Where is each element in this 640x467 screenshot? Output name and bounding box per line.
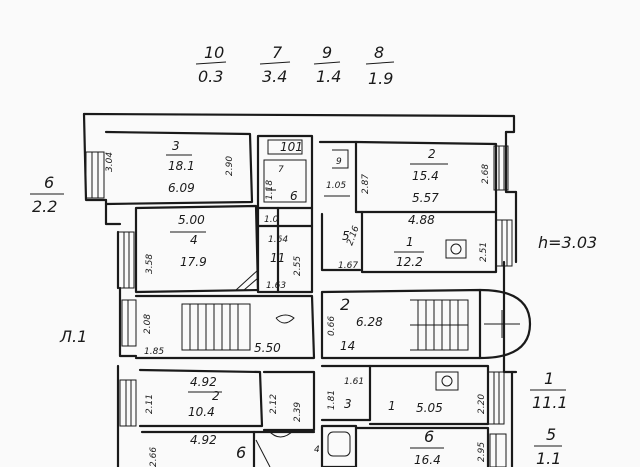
lr6-height: 2.66 [149, 447, 159, 467]
r10-mark: 1.0 [264, 215, 279, 225]
lr6-width: 4.92 [190, 433, 217, 447]
right-bottom-num: 5 [546, 425, 556, 444]
fraction-10-den: 0.3 [198, 67, 223, 86]
room-6-lower-right [354, 426, 490, 467]
left-top-num: 6 [44, 173, 54, 192]
r4-width: 5.00 [178, 213, 205, 227]
fraction-8-num: 8 [374, 43, 384, 62]
br6-num: 6 [424, 427, 434, 446]
fraction-8-den: 1.9 [368, 69, 393, 88]
windows-right [487, 145, 513, 467]
room-labels: 3 18.1 6.09 3.04 2.90 101 7 6 1.18 1.0 1… [105, 139, 491, 467]
r3b-w: 1.61 [344, 377, 364, 387]
fraction-7-num: 7 [272, 43, 283, 62]
br6-height: 2.95 [477, 442, 487, 462]
lr2-num: 2 [212, 389, 220, 403]
r3-height2: 2.90 [225, 156, 235, 176]
hall1-width: 5.05 [416, 401, 443, 415]
right-bottom-den: 1.1 [536, 449, 561, 467]
r6-small-num: 6 [290, 189, 298, 203]
r1-area: 12.2 [396, 255, 423, 269]
hall-1 [368, 364, 490, 426]
hall2-height: 0.66 [327, 316, 337, 336]
fraction-10-num: 10 [204, 43, 224, 62]
r2-num: 2 [428, 147, 436, 161]
stair-length: 5.50 [254, 341, 281, 355]
r3-height1: 3.04 [105, 152, 115, 172]
fraction-7-den: 3.4 [262, 67, 287, 86]
br6-area: 16.4 [414, 453, 441, 467]
windows-left [85, 151, 137, 427]
r3-width: 6.09 [168, 181, 195, 195]
room-3 [104, 130, 254, 206]
r11-w1: 1.64 [268, 235, 288, 245]
hall2-num: 2 [340, 295, 350, 314]
r11-num: 11 [270, 251, 285, 265]
fraction-9-num: 9 [322, 43, 332, 62]
r3b-w2: 1.81 [327, 390, 337, 410]
lr6-num: 6 [236, 443, 246, 462]
r3-area: 18.1 [168, 159, 195, 173]
lr2-height: 2.11 [145, 394, 155, 414]
box-101: 101 [280, 140, 303, 154]
ld2-dim: 2.39 [293, 402, 303, 422]
hall1-height: 2.20 [477, 394, 487, 414]
r3b-num: 3 [344, 397, 352, 411]
r4-area: 17.9 [180, 255, 207, 269]
fraction-9-den: 1.4 [316, 67, 341, 86]
r5-mark: 5 [342, 229, 350, 243]
r5-height: 1.67 [338, 261, 358, 271]
room-5 [320, 212, 362, 272]
stair-dim2: 1.85 [144, 347, 164, 357]
hall2-area: 14 [340, 339, 355, 353]
r6-width: 1.18 [265, 180, 275, 200]
header-fractions: 10 0.3 7 3.4 9 1.4 8 1.9 [195, 43, 395, 88]
ld-dim: 2.12 [269, 394, 279, 414]
right-mid-den: 11.1 [532, 393, 568, 412]
lr2-width: 4.92 [190, 375, 217, 389]
r9-mark: 9 [336, 157, 342, 167]
left-top-den: 2.2 [32, 197, 57, 216]
small-4: 4 [314, 445, 320, 455]
r2-width: 5.57 [412, 191, 439, 205]
hall1-num: 1 [388, 399, 396, 413]
stair-hall-left [134, 294, 316, 360]
room-3-lower [320, 364, 372, 422]
r2-height1: 2.87 [361, 174, 371, 194]
r9-height: 1.05 [326, 181, 346, 191]
r5-height2: 2.16 [345, 225, 361, 248]
r4-height: 3.58 [145, 254, 155, 274]
r1-width: 4.88 [408, 213, 435, 227]
room-9 [318, 140, 358, 214]
r11-w2: 1.63 [266, 281, 286, 291]
utility-block [256, 134, 314, 294]
r1-num: 1 [406, 235, 414, 249]
bathroom-lower [320, 424, 358, 467]
r2-area: 15.4 [412, 169, 439, 183]
stair-dim1: 2.08 [143, 314, 153, 334]
hall2-width: 6.28 [356, 315, 383, 329]
right-mid-num: 1 [544, 369, 554, 388]
room-1 [360, 210, 498, 274]
side-labels: 6 2.2 Л.1 1 11.1 5 1.1 h=3.03 [30, 173, 597, 467]
r4-num: 4 [190, 233, 198, 247]
r3-num: 3 [172, 139, 180, 153]
r7-num: 7 [278, 165, 284, 175]
r1-height: 2.51 [479, 242, 489, 262]
r2-height2: 2.68 [481, 164, 491, 184]
room-lower-2 [138, 368, 264, 428]
stair-hall-2 [320, 288, 532, 360]
room-2 [354, 140, 498, 214]
lr2-area: 10.4 [188, 405, 215, 419]
room-lower-6 [140, 430, 316, 467]
left-mid-label: Л.1 [59, 327, 87, 346]
r11-height: 2.55 [293, 256, 303, 276]
ceiling-height: h=3.03 [538, 233, 597, 252]
